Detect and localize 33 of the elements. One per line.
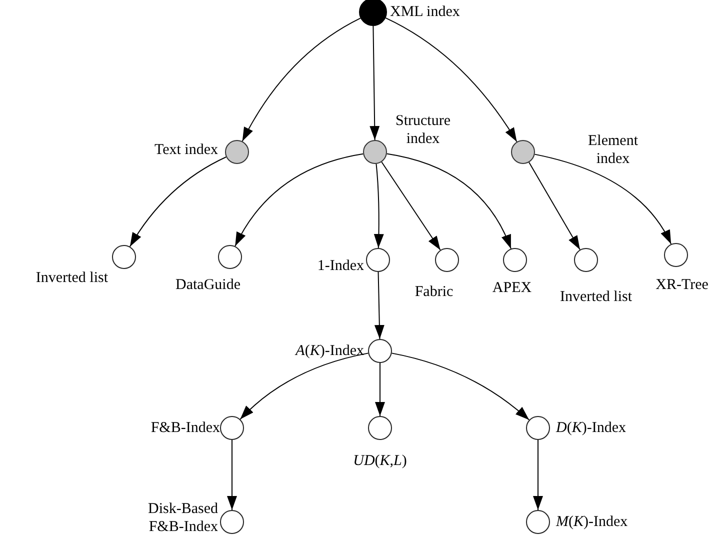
node-label: Inverted list — [558, 288, 634, 307]
arrow — [240, 352, 369, 420]
arrow — [381, 161, 441, 251]
node-label: 1-Index — [316, 257, 364, 276]
node-label: F&B-Index — [150, 419, 220, 438]
node-label: Disk-Based F&B-Index — [147, 500, 218, 537]
arrow — [370, 26, 380, 140]
arrow — [374, 272, 384, 340]
node-label: Inverted list — [34, 269, 108, 288]
arrow — [533, 440, 543, 510]
node-label: APEX — [491, 279, 533, 298]
arrow — [534, 154, 672, 245]
arrow — [129, 156, 227, 248]
arrow — [227, 440, 237, 510]
node-label: XML index — [390, 3, 461, 22]
node-label: DataGuide — [174, 276, 242, 295]
arrow — [385, 17, 518, 142]
node-label: UD(K,L) — [352, 452, 408, 471]
node-label: Element index — [587, 132, 639, 168]
arrow — [375, 362, 385, 416]
arrow — [528, 162, 580, 250]
node-label: XR-Tree — [654, 276, 710, 295]
node-label: A(K)-Index — [294, 342, 364, 361]
node-label: D(K)-Index — [556, 419, 628, 438]
node-label: Structure index — [394, 112, 452, 148]
arrow — [391, 352, 530, 420]
arrow — [242, 18, 361, 142]
arrow — [234, 153, 364, 247]
node-label: Text index — [153, 141, 218, 160]
arrow — [386, 153, 512, 250]
node-label: M(K)-Index — [556, 513, 629, 532]
node-label: Fabric — [414, 283, 454, 302]
arrow — [374, 163, 384, 248]
